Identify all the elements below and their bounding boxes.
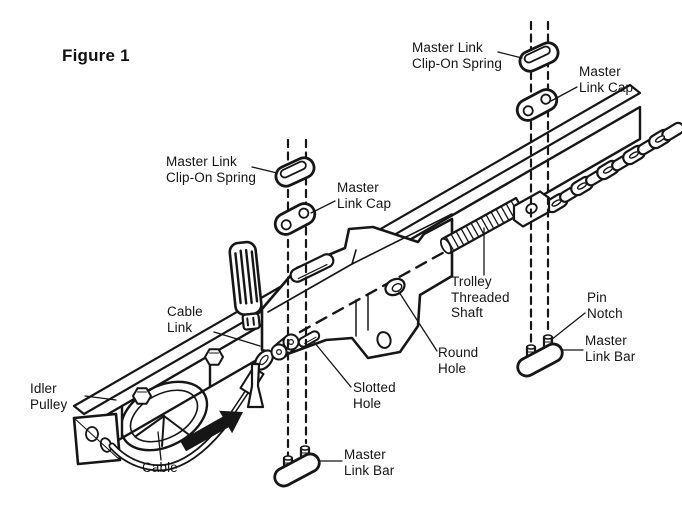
master-link-bar-bottom xyxy=(273,445,321,488)
round-hole xyxy=(384,277,406,297)
label-pin-notch: Pin Notch xyxy=(587,290,623,321)
label-slotted-hole: Slotted Hole xyxy=(353,380,396,411)
label-master-link-bar-right: Master Link Bar xyxy=(585,333,636,364)
chain xyxy=(544,121,682,214)
hex-bolt xyxy=(132,348,224,405)
label-cable-link: Cable Link xyxy=(167,304,203,335)
label-cable: Cable xyxy=(142,460,178,475)
label-master-link-bar-bottom: Master Link Bar xyxy=(344,447,395,478)
leader-lines xyxy=(84,51,586,462)
figure-title: Figure 1 xyxy=(62,46,130,65)
label-trolley-threaded-shaft: Trolley Threaded Shaft xyxy=(451,274,510,320)
trolley-top-slot xyxy=(289,253,335,283)
rail-end-cap xyxy=(72,412,122,466)
trolley xyxy=(260,213,454,360)
shaft-axis-hidden-line xyxy=(298,248,450,334)
alignment-dashed-lines xyxy=(286,20,550,457)
master-link-cap-mid xyxy=(273,202,317,236)
screwdriver xyxy=(228,240,265,409)
master-link-bar-right xyxy=(516,334,564,378)
screwdriver-blade xyxy=(246,362,265,409)
label-master-link-cap-mid: Master Link Cap xyxy=(337,180,392,211)
label-master-link-cap-top: Master Link Cap xyxy=(579,64,634,95)
master-link-clip-on-spring-top xyxy=(518,41,560,73)
direction-arrow xyxy=(180,410,243,452)
master-link-cap-top xyxy=(515,88,559,122)
label-master-link-clip-on-spring-mid: Master Link Clip-On Spring xyxy=(166,154,256,185)
label-idler-pulley: Idler Pulley xyxy=(30,381,68,412)
master-link-clip-on-spring-mid xyxy=(274,156,316,188)
label-round-hole: Round Hole xyxy=(438,345,479,376)
bracket-hole xyxy=(376,331,392,349)
label-master-link-clip-on-spring-top: Master Link Clip-On Spring xyxy=(412,40,502,71)
